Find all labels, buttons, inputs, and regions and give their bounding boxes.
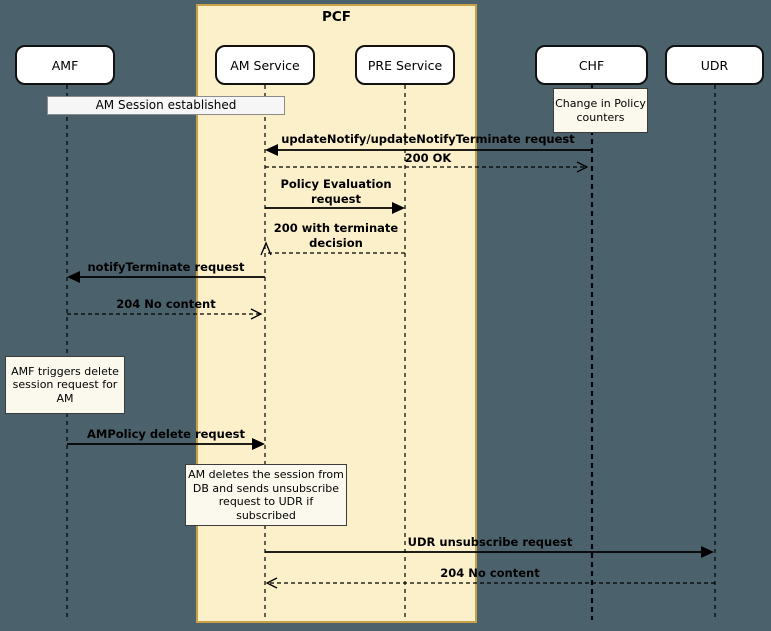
participant-udr: UDR: [665, 45, 764, 85]
pcf-group-title: PCF: [321, 9, 352, 25]
message-arrow-policy-evaluation: [265, 202, 405, 214]
participant-am-service: AM Service: [215, 45, 315, 85]
message-label-200-ok: 200 OK: [404, 151, 452, 165]
participant-label: CHF: [578, 57, 605, 73]
message-label-ampolicy-delete: AMPolicy delete request: [87, 427, 245, 441]
participant-chf: CHF: [535, 45, 648, 85]
note-am-session-established: AM Session established: [47, 96, 285, 115]
participant-label: PRE Service: [367, 57, 443, 73]
message-label-204-no-content-amf: 204 No content: [116, 297, 216, 311]
message-arrow-204-no-content-udr: [265, 577, 715, 589]
message-label-policy-evaluation: Policy Evaluation request: [280, 177, 392, 206]
participant-amf: AMF: [15, 45, 115, 85]
message-label-200-terminate-decision: 200 with terminate decision: [273, 221, 399, 250]
message-arrow-udr-unsubscribe: [265, 546, 714, 558]
note-amf-triggers-delete: AMF triggers delete session request for …: [5, 356, 125, 414]
participant-pre-service: PRE Service: [355, 45, 455, 85]
message-label-notify-terminate: notifyTerminate request: [87, 260, 245, 274]
note-change-in-policy-counters: Change in Policy counters: [553, 88, 648, 133]
message-label-update-notify: updateNotify/updateNotifyTerminate reque…: [281, 132, 575, 146]
message-arrow-200-terminate-decision: [260, 241, 405, 256]
participant-label: AM Service: [230, 57, 300, 73]
message-arrow-200-ok: [265, 161, 589, 173]
participant-label: UDR: [700, 57, 729, 73]
message-arrow-ampolicy-delete: [67, 438, 265, 450]
participant-label: AMF: [51, 57, 79, 73]
message-label-udr-unsubscribe: UDR unsubscribe request: [407, 535, 573, 549]
message-arrow-notify-terminate: [67, 271, 265, 283]
message-label-204-no-content-udr: 204 No content: [440, 566, 540, 580]
note-am-deletes-session: AM deletes the session from DB and sends…: [185, 464, 347, 526]
message-arrow-204-no-content-amf: [67, 308, 263, 320]
message-arrow-update-notify: [265, 144, 592, 156]
